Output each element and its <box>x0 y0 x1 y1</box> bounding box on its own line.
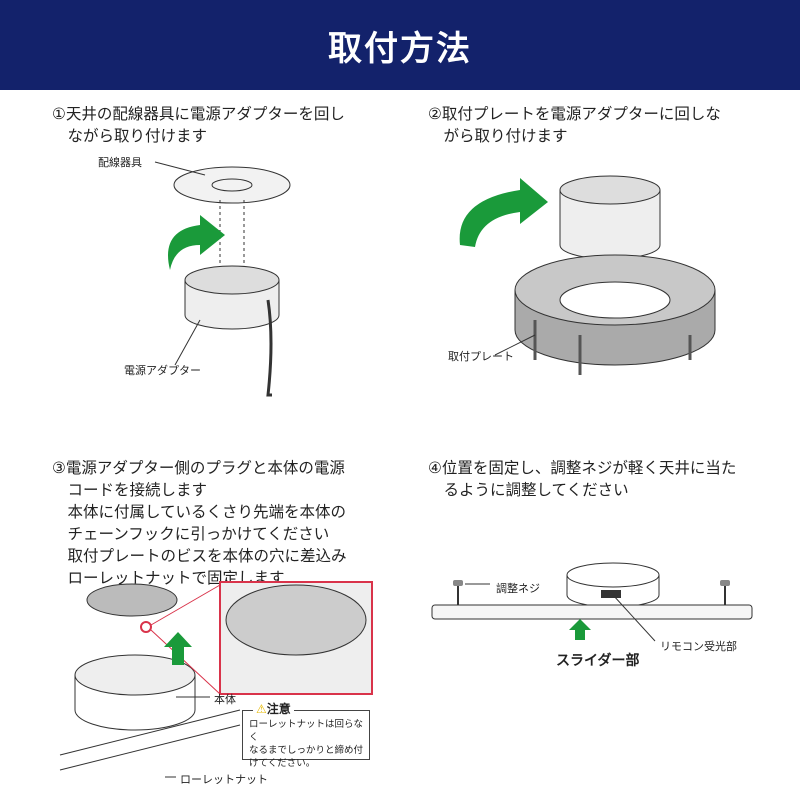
step-4-text: ④位置を固定し、調整ネジが軽く天井に当た るように調整してください <box>428 459 737 499</box>
label-remote-receiver: リモコン受光部 <box>660 640 737 653</box>
caution-text: ローレットナットは回らなく なるまでしっかりと締め付 けてください。 <box>249 719 364 769</box>
page-title: 取付方法 <box>328 28 472 69</box>
label-plate: 取付プレート <box>448 350 514 363</box>
label-slider: スライダー部 <box>556 653 640 669</box>
caution-title-text: 注意 <box>266 702 291 716</box>
step-4-illustration <box>431 562 753 642</box>
step-2-text: ②取付プレートを電源アダプターに回しな がら取り付けます <box>428 105 721 145</box>
caution-box: ローレットナットは回らなく なるまでしっかりと締め付 けてください。 <box>242 710 370 769</box>
step-3-text: ③電源アダプター側のプラグと本体の電源 コードを接続します 本体に付属しているく… <box>52 459 347 587</box>
caution-title: ⚠注意 <box>253 700 294 717</box>
step-2-illustration <box>459 175 716 375</box>
label-adjust-screw: 調整ネジ <box>496 582 540 595</box>
step-1-text: ①天井の配線器具に電源アダプターを回し ながら取り付けます <box>52 105 345 145</box>
step-1-illustration <box>154 161 291 397</box>
warning-icon: ⚠ <box>256 702 267 716</box>
header-bar: 取付方法 <box>0 0 800 90</box>
step-3-illustration <box>59 581 373 778</box>
label-adapter: 電源アダプター <box>124 364 201 377</box>
label-body: 本体 <box>214 693 236 706</box>
label-wiring: 配線器具 <box>98 156 142 169</box>
label-nut: ローレットナット <box>180 773 268 786</box>
